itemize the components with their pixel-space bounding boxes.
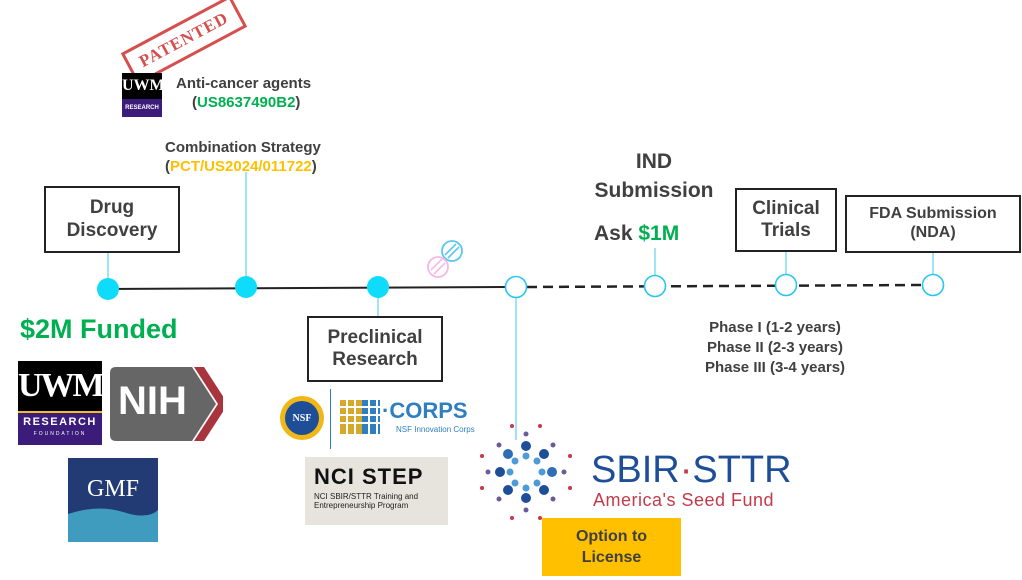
uwm-research-foundation-logo: UWM RESEARCH FOUNDATION	[18, 361, 105, 445]
drug-discovery-line1: Drug	[89, 197, 135, 219]
node-fda	[921, 273, 945, 297]
nsf-logo-text: NSF	[292, 412, 312, 424]
phase-2: Phase II (2-3 years)	[707, 339, 843, 356]
ind-line1: IND	[635, 150, 673, 173]
preclinical-line1: Preclinical	[327, 326, 423, 348]
gmf-logo-text: GMF	[86, 476, 140, 502]
license-line1: Option to	[575, 528, 648, 545]
phase-3: Phase III (3-4 years)	[704, 359, 846, 376]
timeline-dashed	[526, 283, 923, 289]
funding-label: $2M Funded	[20, 314, 178, 344]
patent-title: Anti-cancer agents	[176, 75, 312, 92]
ind-line2: Submission	[594, 179, 714, 202]
icorps-text: CORPS	[389, 398, 468, 423]
nci-step-sub2: Entrepreneurship Program	[314, 501, 409, 510]
uwm-logo-small-sub: RESEARCH	[122, 99, 162, 117]
nci-step-sub1: NCI SBIR/STTR Training and	[314, 492, 419, 501]
gmf-logo: GMF	[68, 458, 158, 542]
uwm-logo-small-text: UWM	[122, 77, 165, 94]
nih-logo-shape	[110, 367, 223, 441]
node-clinical	[774, 273, 798, 297]
icorps-sub: NSF Innovation Corps	[396, 425, 475, 434]
sbir-sub: America's Seed Fund	[593, 490, 775, 510]
sbir-sttr-logo: SBIR·STTR America's Seed Fund	[474, 420, 794, 520]
fda-line1: FDA Submission	[869, 205, 997, 223]
nci-step-logo: NCI STEP NCI SBIR/STTR Training and Entr…	[305, 457, 448, 525]
uwm-logo-text: UWM	[18, 367, 105, 404]
ind-submission-label: IND Submission	[578, 147, 730, 205]
sbir-dot: ·	[679, 449, 693, 491]
icorps-logo: ·CORPS NSF Innovation Corps	[340, 398, 480, 440]
node-combination	[235, 276, 257, 298]
sbir-text: SBIR	[591, 449, 680, 491]
phase-1: Phase I (1-2 years)	[709, 319, 841, 336]
sbir-starburst-icon	[480, 424, 572, 520]
preclinical-line2: Research	[332, 349, 418, 370]
timeline-solid	[107, 286, 506, 290]
option-to-license: Option to License	[542, 518, 681, 576]
icorps-dot: ·	[382, 398, 390, 423]
ask-amount: Ask $1M	[594, 222, 679, 246]
nci-step-text: NCI STEP	[314, 464, 424, 489]
node-license	[504, 275, 528, 299]
stage-fda-submission: FDA Submission(NDA)	[845, 195, 1021, 253]
combination-number-value: PCT/US2024/011722	[170, 158, 312, 175]
phases-list: Phase I (1-2 years) Phase II (2-3 years)…	[680, 318, 870, 378]
dna-icon	[427, 240, 463, 278]
gmf-wave	[68, 508, 158, 542]
clinical-line1: Clinical	[752, 197, 820, 219]
clinical-line2: Trials	[761, 220, 811, 241]
ask-prefix: Ask	[594, 222, 633, 245]
uwm-logo-sub2: FOUNDATION	[33, 431, 87, 437]
nsf-logo: NSF	[280, 396, 324, 440]
sttr-text: STTR	[692, 449, 792, 491]
uwm-logo-sub: RESEARCH	[23, 416, 97, 428]
nih-logo: NIH	[108, 365, 223, 443]
logo-divider	[330, 389, 331, 449]
license-line2: License	[581, 549, 642, 566]
drug-discovery-line2: Discovery	[66, 219, 158, 241]
nih-logo-text: NIH	[118, 379, 187, 423]
node-ind	[643, 274, 667, 298]
combination-title: Combination Strategy	[165, 139, 321, 156]
patent-number: (US8637490B2)	[192, 94, 301, 111]
patent-number-value: US8637490B2	[197, 94, 296, 111]
combination-number: (PCT/US2024/011722)	[165, 158, 317, 175]
node-preclinical	[367, 276, 389, 298]
fda-line2: (NDA)	[910, 224, 956, 241]
node-drug-discovery	[97, 278, 119, 300]
uwm-logo-small: UWM RESEARCH	[122, 73, 165, 117]
ask-amount-value: $1M	[638, 222, 680, 245]
